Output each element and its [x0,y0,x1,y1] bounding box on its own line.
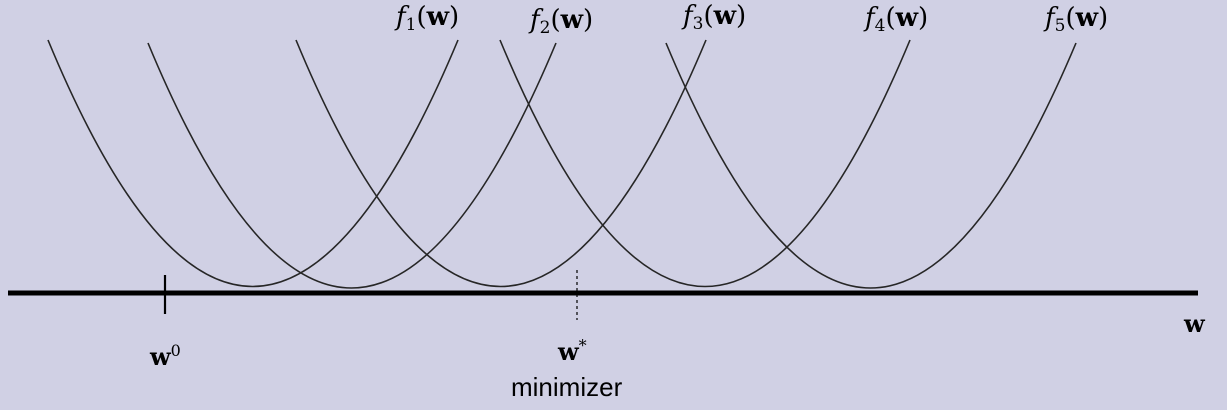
label-f2: f2(w) [530,5,594,38]
curve-f1 [47,39,459,288]
curve-f2 [147,42,557,289]
axis-label-w: w [1184,309,1205,338]
curve-f4 [499,39,911,288]
label-w0: w0 [150,341,181,371]
curve-f3 [295,39,707,288]
curve-f5 [665,42,1077,289]
label-f4: f4(w) [865,3,929,36]
label-f5: f5(w) [1045,3,1109,36]
minimizer-caption: minimizer [511,372,623,402]
label-f3: f3(w) [683,1,747,34]
label-f1: f1(w) [396,2,460,35]
label-w-star: w* [558,336,587,366]
